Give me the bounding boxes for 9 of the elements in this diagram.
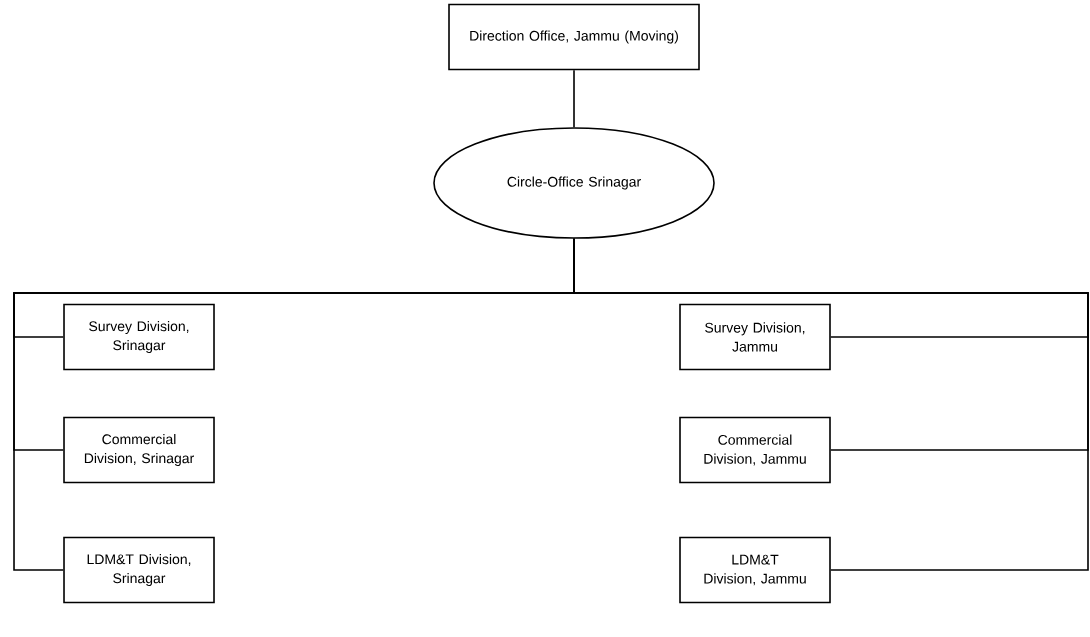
connector-line [573,238,1089,571]
office-box: Direction Office, Jammu (Moving) [448,3,700,71]
office-box: LDM&T Division, Srinagar [63,536,215,604]
connector-line [573,69,575,128]
office-box: LDM&T Division, Jammu [679,536,831,604]
office-box: Survey Division, Srinagar [63,303,215,371]
office-box: Commercial Division, Srinagar [63,416,215,484]
office-box: Survey Division, Jammu [679,303,831,371]
office-box: Commercial Division, Jammu [679,416,831,484]
